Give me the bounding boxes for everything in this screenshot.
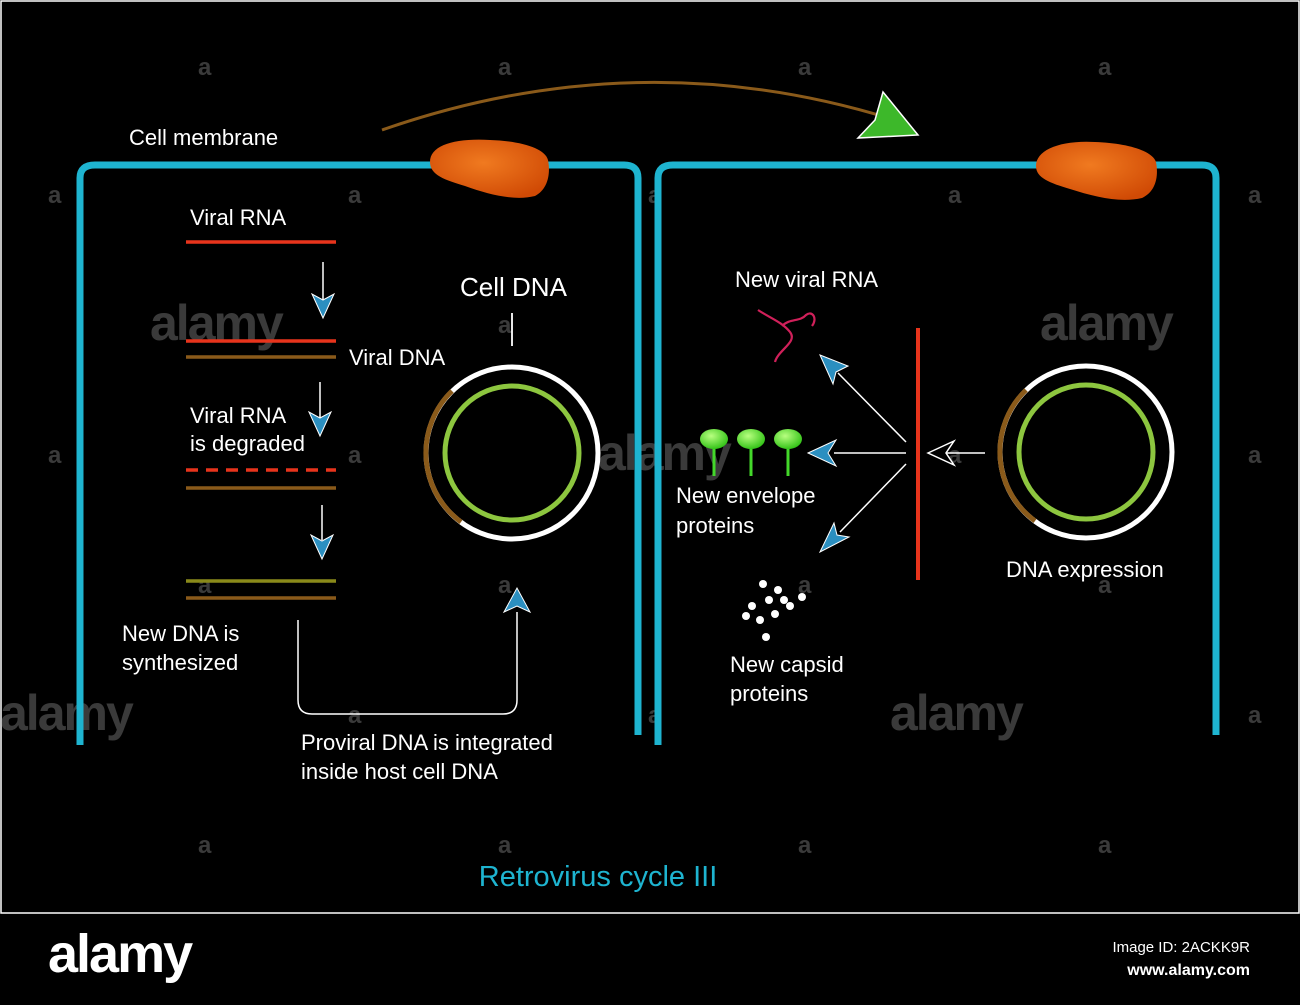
watermark-a: a (48, 442, 62, 469)
expression-arrow-head (926, 439, 957, 467)
watermark-alamy: alamy (890, 685, 1024, 741)
label-new-viral-rna: New viral RNA (735, 267, 878, 292)
watermark-a: a (798, 572, 812, 599)
watermark-a: a (798, 54, 812, 81)
label-proviral-line2: inside host cell DNA (301, 759, 498, 784)
label-new-capsid-line1: New capsid (730, 652, 844, 677)
label-viral-rna: Viral RNA (190, 205, 287, 230)
capsid-dot (756, 616, 764, 624)
envelope-head (737, 429, 765, 449)
capsid-dot (780, 596, 788, 604)
watermark-a: a (1098, 832, 1112, 859)
expressed-dna-inner-ring (1016, 382, 1156, 522)
watermark-a: a (198, 572, 212, 599)
radiate-arrow-head-mid (806, 438, 838, 468)
capsid-dot (742, 612, 750, 620)
label-new-dna-line2: synthesized (122, 650, 238, 675)
capsid-dot (762, 633, 770, 641)
cell-dna-inner-ring (442, 383, 582, 523)
watermark-a: a (198, 832, 212, 859)
step-arrow-head (309, 533, 335, 561)
watermark-a: a (498, 54, 512, 81)
capsid-dot (774, 586, 782, 594)
watermark-a: a (498, 312, 512, 339)
watermark-small-grid: a a a a a a a a a a a a a a a a a a a a … (48, 54, 1262, 859)
envelope-proteins (700, 429, 802, 476)
radiate-arrow-head-down (818, 521, 851, 554)
label-cell-dna: Cell DNA (460, 272, 568, 302)
capsid-dot (798, 593, 806, 601)
watermark-big-group: alamy alamy alamy alamy alamy (0, 295, 1176, 741)
label-viral-dna: Viral DNA (349, 345, 446, 370)
label-new-envelope-line1: New envelope (676, 483, 815, 508)
watermark-a: a (498, 572, 512, 599)
watermark-a: a (948, 182, 962, 209)
proviral-segment (423, 389, 463, 525)
label-dna-expression: DNA expression (1006, 557, 1164, 582)
membrane-protein-left (430, 139, 549, 198)
site-url: www.alamy.com (1127, 962, 1250, 979)
membrane-protein-right (1036, 141, 1157, 200)
radiate-arrow-line-up (837, 372, 907, 443)
image-id: Image ID: 2ACKK9R (1112, 939, 1250, 956)
label-rna-degraded-line2: is degraded (190, 431, 305, 456)
capsid-proteins (742, 580, 806, 641)
capsid-dot (765, 596, 773, 604)
capsid-dot (748, 602, 756, 610)
new-viral-rna-strand (757, 309, 816, 363)
label-rna-degraded-line1: Viral RNA (190, 403, 287, 428)
watermark-a: a (1248, 702, 1262, 729)
diagram-title: Retrovirus cycle III (479, 861, 718, 893)
capsid-dot (786, 602, 794, 610)
envelope-head (700, 429, 728, 449)
watermark-a: a (1248, 442, 1262, 469)
watermark-a: a (348, 702, 362, 729)
green-arrowhead (856, 90, 920, 139)
integration-arrow-head (502, 586, 532, 614)
step-arrow-head (307, 410, 333, 438)
capsid-dot (759, 580, 767, 588)
watermark-a: a (348, 182, 362, 209)
label-new-dna-line1: New DNA is (122, 621, 239, 646)
expressed-proviral-segment (997, 388, 1037, 524)
alamy-logo: alamy (48, 924, 193, 984)
step-arrow-head (310, 292, 336, 320)
watermark-a: a (1098, 572, 1112, 599)
label-proviral-line1: Proviral DNA is integrated (301, 730, 553, 755)
radiate-arrow-head-up (819, 354, 850, 386)
watermark-alamy: alamy (0, 685, 134, 741)
radiate-arrow-line-down (839, 463, 907, 533)
diagram-frame (0, 0, 1300, 914)
label-cell-membrane: Cell membrane (129, 125, 278, 150)
label-new-capsid-line2: proteins (730, 681, 808, 706)
retrovirus-diagram: a a a a a a a a a a a a a a a a a a a a … (0, 0, 1300, 915)
integration-path (297, 612, 518, 715)
transfer-curve (381, 80, 896, 132)
watermark-alamy: alamy (1040, 295, 1174, 351)
watermark-a: a (498, 832, 512, 859)
label-new-envelope-line2: proteins (676, 513, 754, 538)
watermark-a: a (798, 832, 812, 859)
capsid-dot (771, 610, 779, 618)
watermark-a: a (1098, 54, 1112, 81)
right-cell-membrane (654, 161, 1220, 745)
left-cell-membrane (76, 161, 642, 745)
envelope-head (774, 429, 802, 449)
stock-footer: alamy Image ID: 2ACKK9R www.alamy.com (0, 915, 1300, 1005)
watermark-a: a (1248, 182, 1262, 209)
watermark-a: a (198, 54, 212, 81)
watermark-a: a (48, 182, 62, 209)
watermark-a: a (348, 442, 362, 469)
